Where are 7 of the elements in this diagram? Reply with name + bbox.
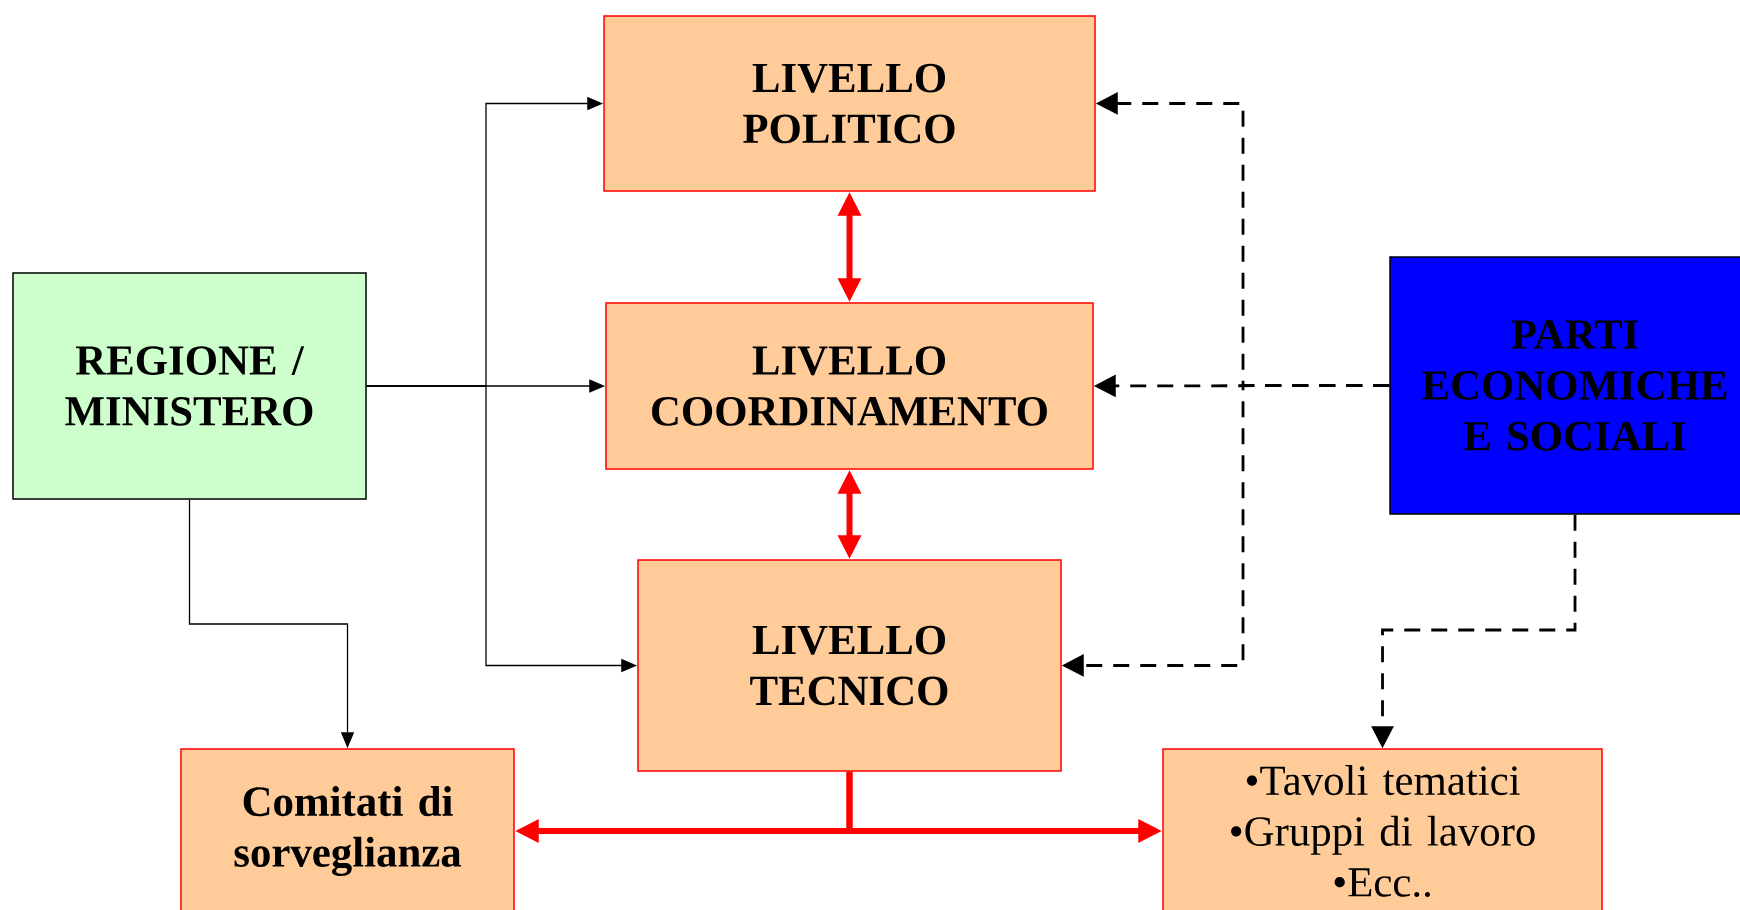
process-box: REGIONE / MINISTERO bbox=[12, 272, 367, 500]
process-box: LIVELLO POLITICO bbox=[603, 15, 1096, 192]
process-box: LIVELLO TECNICO bbox=[637, 559, 1062, 772]
process-box: •Tavoli tematici •Gruppi di lavoro •Ecc.. bbox=[1162, 748, 1603, 910]
process-box: Comitati di sorveglianza bbox=[180, 748, 515, 910]
process-box: PARTI ECONOMICHE E SOCIALI bbox=[1389, 256, 1740, 515]
process-box: LIVELLO COORDINAMENTO bbox=[605, 302, 1094, 470]
